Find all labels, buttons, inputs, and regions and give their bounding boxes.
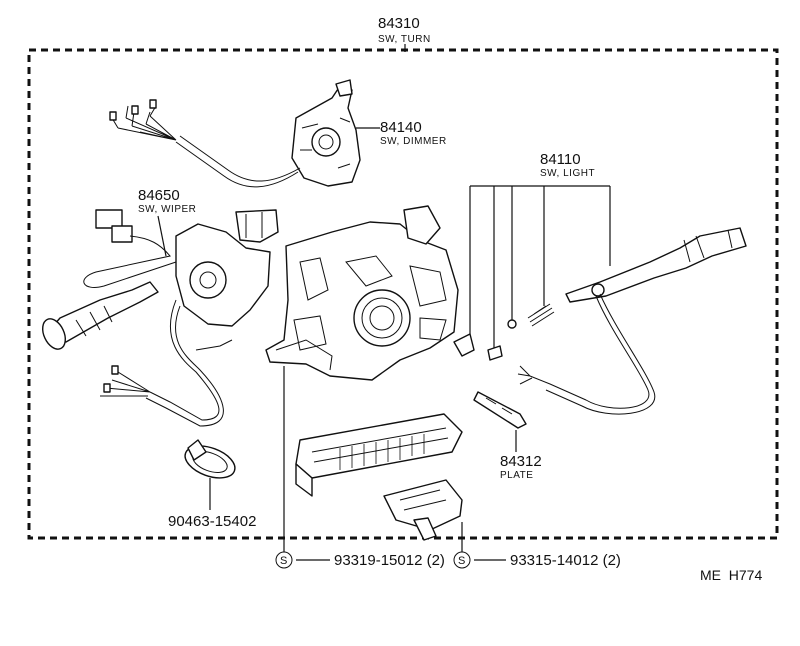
clamp-drawing	[184, 439, 236, 479]
wiper-part-name: SW, WIPER	[138, 204, 196, 215]
dimmer-part-name: SW, DIMMER	[380, 136, 447, 147]
assembly-boundary	[27, 48, 779, 540]
bracket-plate-drawing	[295, 413, 463, 541]
screw-a-leader	[283, 366, 330, 561]
clamp-part-number: 90463-15402	[168, 513, 256, 530]
wiper-part-number: 84650	[138, 187, 180, 204]
wiper-switch-drawing	[41, 209, 279, 427]
wiper-leader	[157, 215, 167, 257]
screw-b-symbol-circle	[453, 551, 471, 569]
light-leader-bracket	[469, 185, 611, 348]
screw-b-part-number: 93315-14012 (2)	[510, 552, 621, 569]
assembly-part-number: 84310	[378, 15, 420, 32]
light-part-name: SW, LIGHT	[540, 168, 595, 179]
light-part-number: 84110	[540, 151, 581, 168]
screw-a-part-number: 93319-15012 (2)	[334, 552, 445, 569]
plate-part-number: 84312	[500, 453, 542, 470]
assembly-part-name: SW, TURN	[378, 34, 431, 45]
turn-switch-body-drawing	[265, 205, 459, 381]
light-switch-drawing	[453, 227, 747, 429]
dimmer-part-number: 84140	[380, 119, 422, 136]
screw-b-symbol: S	[458, 555, 466, 567]
screw-a-symbol: S	[280, 555, 288, 567]
dimmer-switch-drawing	[109, 79, 361, 188]
diagram-code: ME H774	[700, 567, 762, 583]
plate-part-name: PLATE	[500, 470, 533, 481]
screw-b-leader	[461, 522, 506, 561]
screw-a-symbol-circle	[275, 551, 293, 569]
